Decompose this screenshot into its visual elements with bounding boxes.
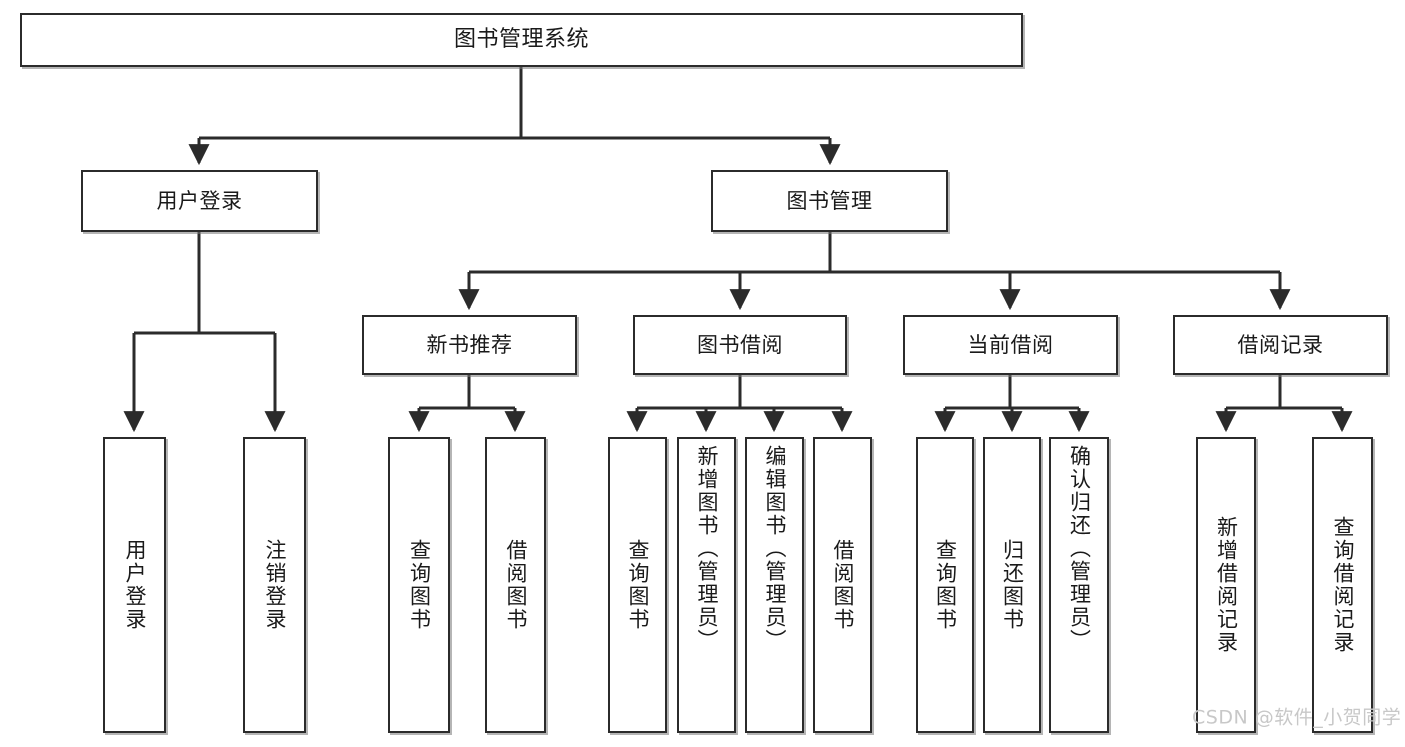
leaf-node[interactable]: 确认归还（管理员）: [1049, 437, 1109, 733]
leaf-node[interactable]: 归还图书: [983, 437, 1041, 733]
leaf-node-label: 新增图书（管理员）: [695, 445, 719, 652]
leaf-node[interactable]: 借阅图书: [485, 437, 546, 733]
leaf-node-label: 注销登录: [263, 539, 287, 631]
node-book-management-label: 图书管理: [786, 188, 873, 213]
node-borrow-record[interactable]: 借阅记录: [1173, 315, 1388, 375]
leaf-node[interactable]: 新增图书（管理员）: [677, 437, 736, 733]
node-user-login-label: 用户登录: [156, 188, 243, 213]
node-current-borrow[interactable]: 当前借阅: [903, 315, 1118, 375]
node-root-label: 图书管理系统: [453, 27, 589, 53]
leaf-node[interactable]: 查询借阅记录: [1312, 437, 1373, 733]
leaf-node[interactable]: 编辑图书（管理员）: [745, 437, 804, 733]
leaf-node-label: 确认归还（管理员）: [1067, 445, 1092, 652]
leaf-node-label: 编辑图书（管理员）: [763, 445, 787, 652]
node-borrow-record-label: 借阅记录: [1237, 332, 1324, 357]
leaf-node[interactable]: 借阅图书: [813, 437, 872, 733]
node-book-borrow-label: 图书借阅: [697, 332, 783, 357]
leaf-node-label: 借阅图书: [831, 539, 855, 631]
leaf-node-label: 查询图书: [407, 539, 432, 631]
leaf-node[interactable]: 注销登录: [243, 437, 306, 733]
leaf-node-label: 查询借阅记录: [1331, 516, 1355, 654]
node-new-book-recommend[interactable]: 新书推荐: [362, 315, 577, 375]
node-book-management[interactable]: 图书管理: [711, 170, 948, 232]
node-current-borrow-label: 当前借阅: [967, 332, 1054, 357]
leaf-node-label: 新增借阅记录: [1214, 516, 1239, 654]
leaf-node[interactable]: 查询图书: [388, 437, 450, 733]
leaf-node[interactable]: 用户登录: [103, 437, 166, 733]
leaf-node-label: 归还图书: [1000, 539, 1025, 631]
leaf-node[interactable]: 查询图书: [916, 437, 974, 733]
leaf-node-label: 查询图书: [933, 539, 958, 631]
node-new-book-recommend-label: 新书推荐: [426, 332, 513, 357]
leaf-node[interactable]: 新增借阅记录: [1196, 437, 1256, 733]
csdn-watermark: CSDN @软件_小贺同学: [1192, 706, 1402, 729]
leaf-node-label: 用户登录: [123, 539, 147, 631]
node-root[interactable]: 图书管理系统: [20, 13, 1023, 67]
leaf-node[interactable]: 查询图书: [608, 437, 667, 733]
leaf-node-label: 查询图书: [626, 539, 650, 631]
leaf-node-label: 借阅图书: [504, 539, 528, 631]
node-user-login[interactable]: 用户登录: [81, 170, 318, 232]
node-book-borrow[interactable]: 图书借阅: [633, 315, 847, 375]
